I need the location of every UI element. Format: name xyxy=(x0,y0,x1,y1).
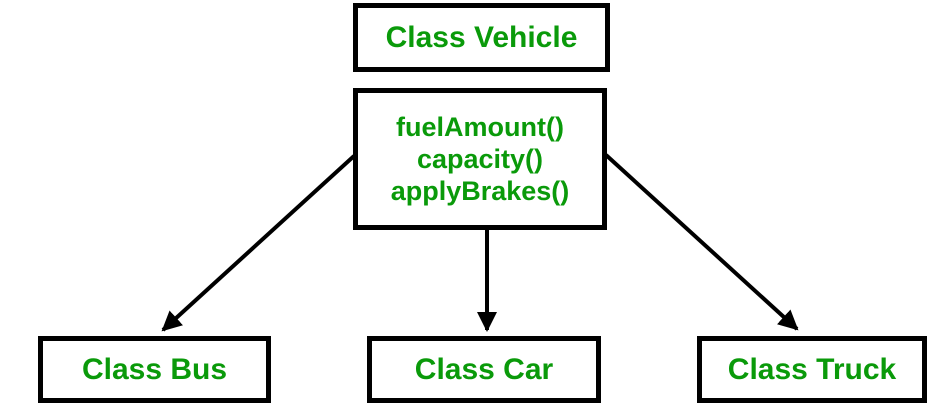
inheritance-arrow-truck xyxy=(604,153,799,331)
vehicle-methods-box: fuelAmount() capacity() applyBrakes() xyxy=(353,88,607,230)
class-vehicle-box: Class Vehicle xyxy=(353,3,610,72)
class-car-box: Class Car xyxy=(367,336,601,403)
class-bus-box: Class Bus xyxy=(38,336,271,403)
class-vehicle-label: Class Vehicle xyxy=(385,20,578,54)
method-fuelamount: fuelAmount() xyxy=(396,112,564,142)
method-capacity: capacity() xyxy=(416,144,544,174)
class-truck-label: Class Truck xyxy=(727,352,897,386)
class-bus-label: Class Bus xyxy=(81,352,228,386)
class-truck-box: Class Truck xyxy=(697,336,927,403)
inheritance-arrow-bus xyxy=(161,154,356,332)
method-applybrakes: applyBrakes() xyxy=(390,176,570,206)
class-car-label: Class Car xyxy=(414,352,554,386)
